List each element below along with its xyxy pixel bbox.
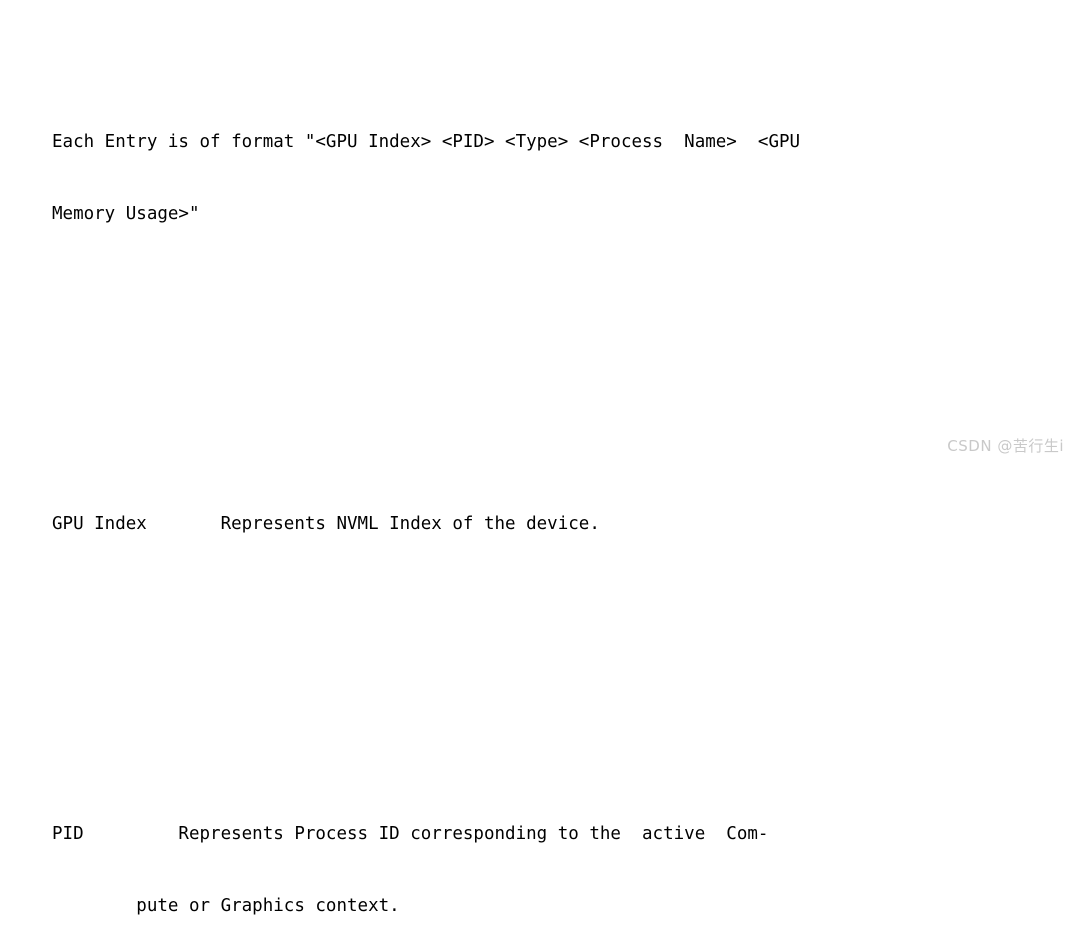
text-line: PID Represents Process ID corresponding … — [52, 824, 769, 844]
text-line: Each Entry is of format "<GPU Index> <PI… — [52, 132, 801, 152]
paragraph-gpu-index: GPU Index Represents NVML Index of the d… — [52, 464, 1052, 584]
text-line: GPU Index Represents NVML Index of the d… — [52, 514, 600, 534]
paragraph-format-intro: Each Entry is of format "<GPU Index> <PI… — [52, 82, 1052, 274]
document-text-body: Each Entry is of format "<GPU Index> <PI… — [52, 10, 1052, 932]
csdn-watermark: CSDN @苦行生i — [947, 437, 1064, 455]
text-line: Memory Usage>" — [52, 204, 200, 224]
paragraph-spacer — [52, 656, 1052, 702]
paragraph-pid: PID Represents Process ID corresponding … — [52, 774, 1052, 932]
paragraph-spacer — [52, 346, 1052, 392]
text-line: pute or Graphics context. — [52, 896, 400, 916]
